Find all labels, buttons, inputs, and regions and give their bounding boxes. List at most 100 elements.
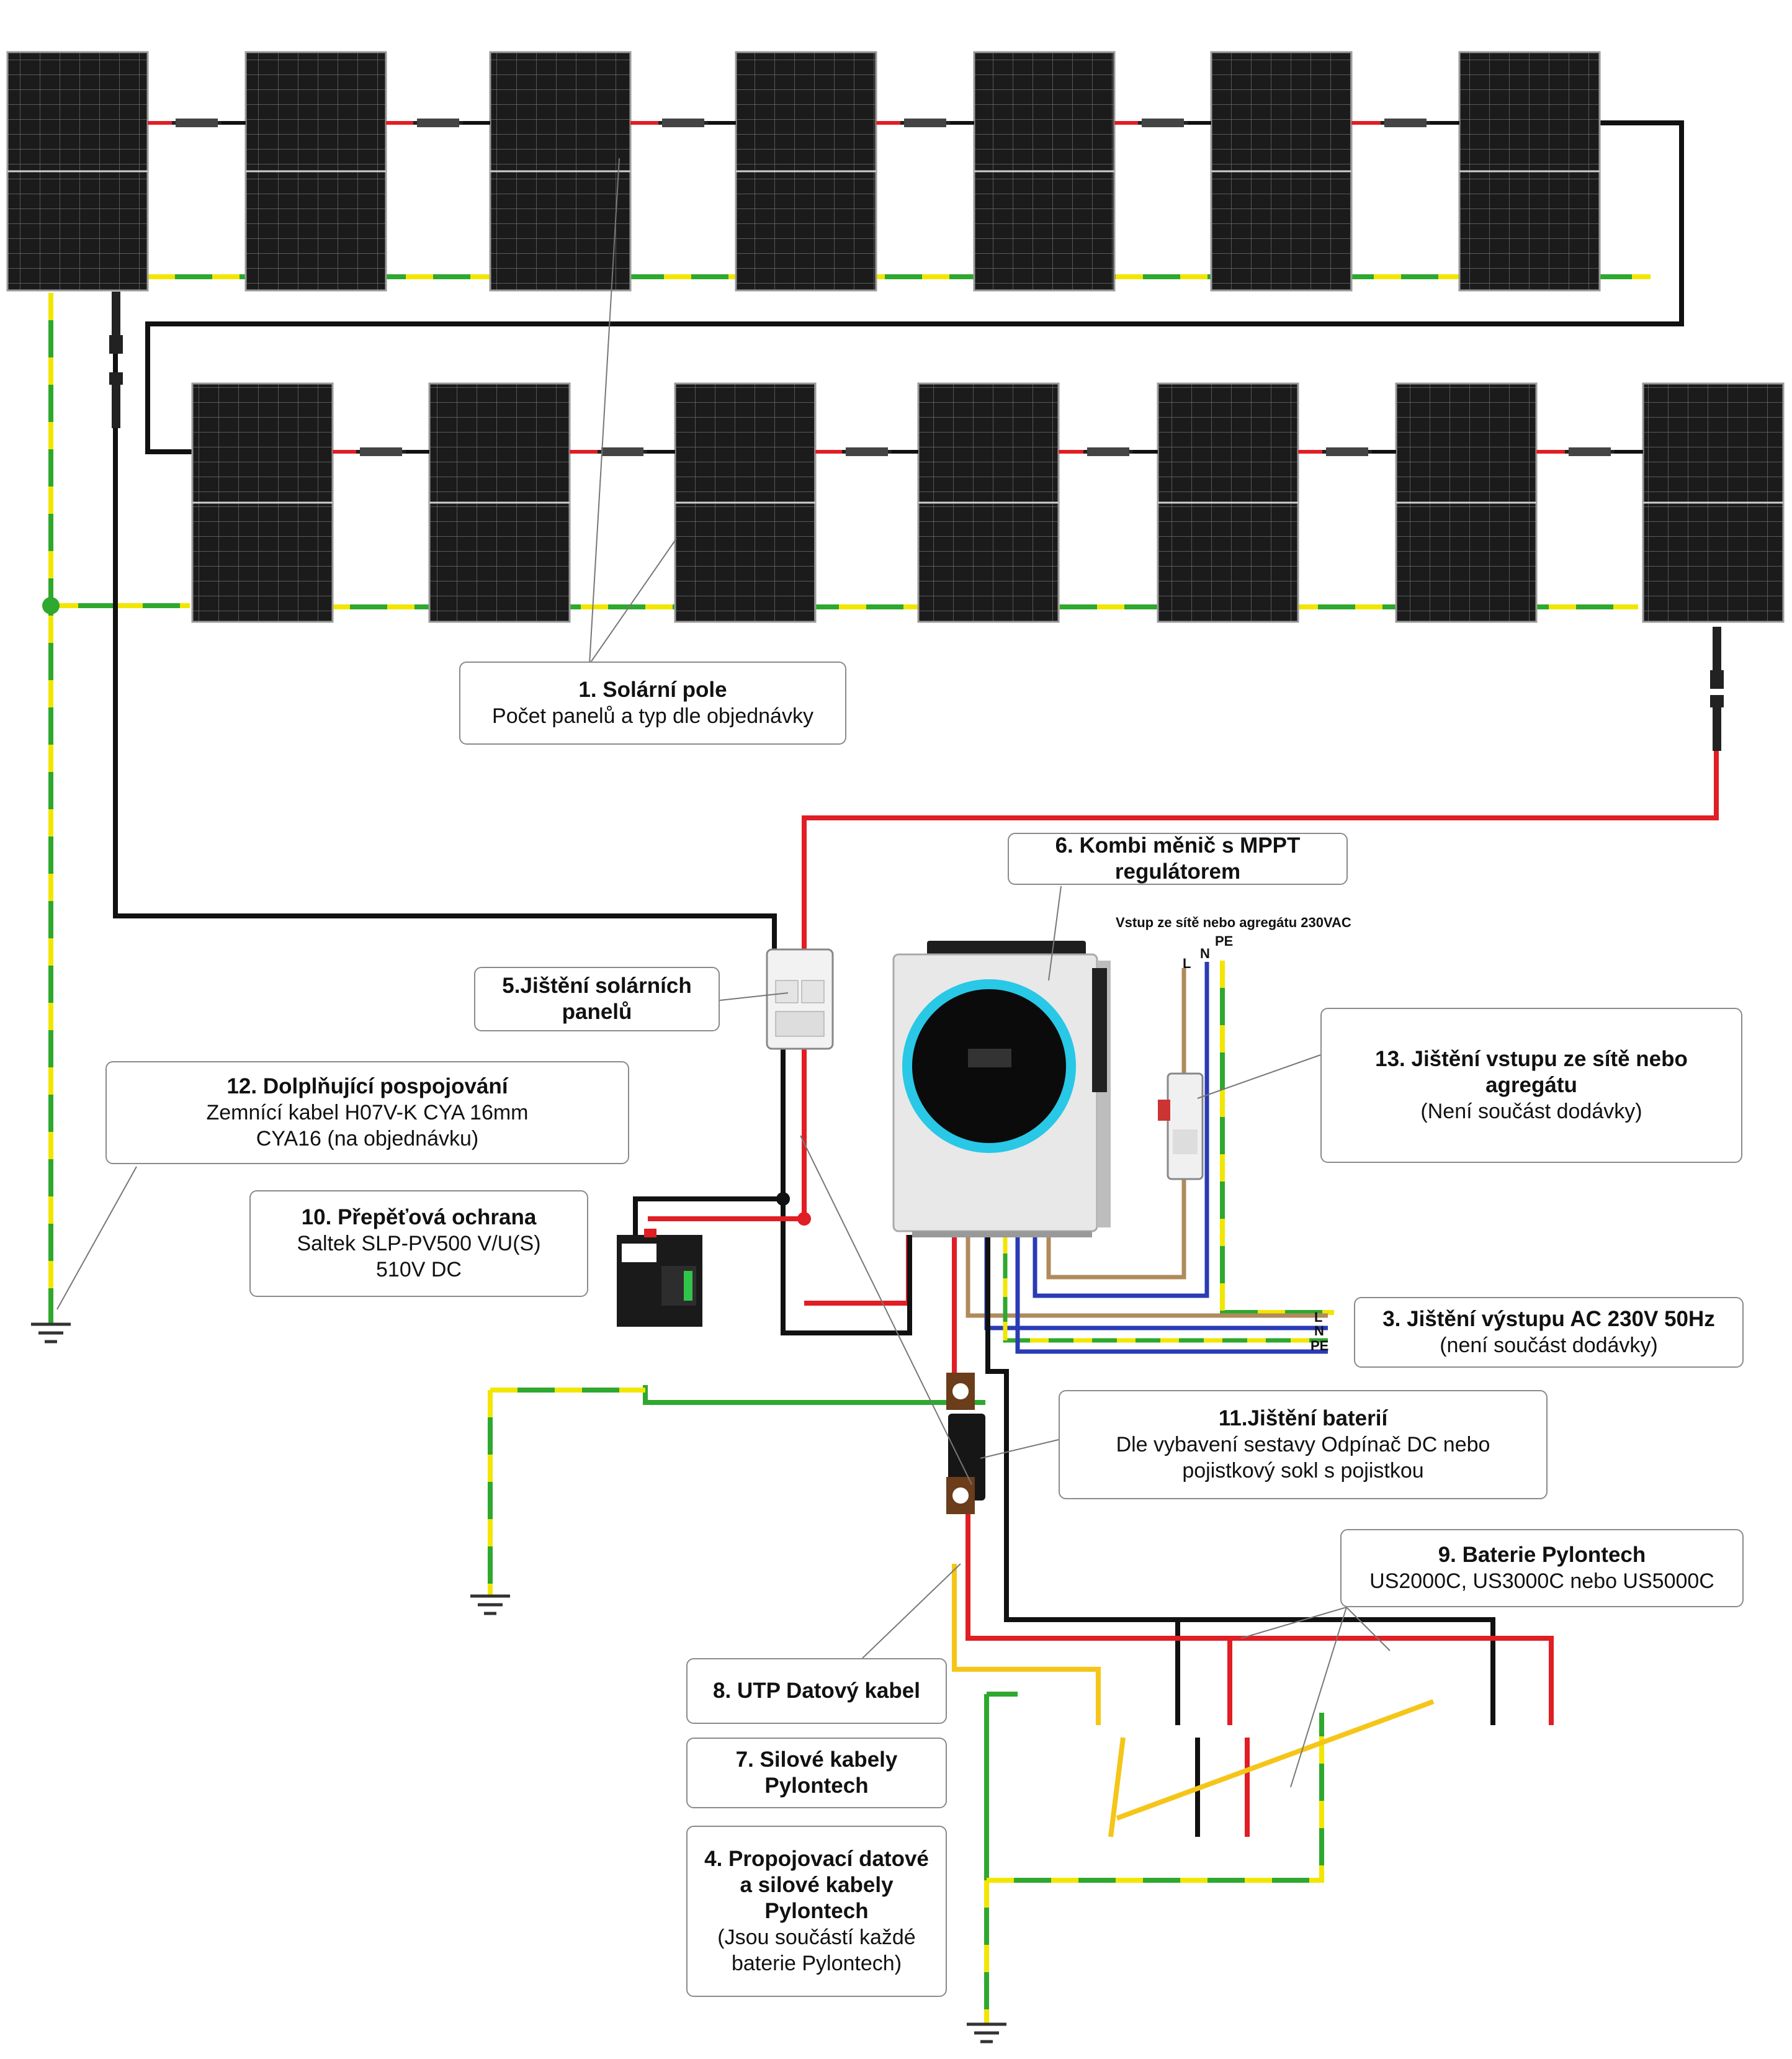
- leader-line: [1346, 1607, 1391, 1651]
- label-title: 11.Jištění baterií: [1218, 1406, 1388, 1430]
- label-battery-fuse: 11.Jištění baterií Dle vybavení sestavy …: [1059, 1390, 1548, 1499]
- label-pv-breaker: 5.Jištění solárních panelů: [474, 967, 720, 1031]
- label-title: agregátu: [1485, 1073, 1577, 1097]
- grid-input-caption: Vstup ze sítě nebo agregátu 230VAC: [1116, 915, 1351, 930]
- leader-line: [56, 1166, 137, 1310]
- label-title: 3. Jištění výstupu AC 230V 50Hz: [1382, 1307, 1715, 1331]
- earth-junction: [42, 597, 60, 614]
- label-line: 510V DC: [376, 1258, 462, 1281]
- panel-interconnects: [148, 119, 1643, 456]
- solar-panel: [489, 51, 632, 292]
- label-title: 1. Solární pole: [578, 678, 727, 702]
- grid-input-PE: PE: [1215, 933, 1234, 949]
- grid-input-N: N: [1200, 946, 1210, 961]
- label-line: Počet panelů a typ dle objednávky: [492, 704, 813, 728]
- mc4-connector: [1569, 447, 1611, 456]
- mc4-connector: [109, 292, 1724, 751]
- label-line: (Není součást dodávky): [1420, 1100, 1642, 1123]
- mc4-connector: [904, 119, 946, 127]
- label-ac-output: 3. Jištění výstupu AC 230V 50Hz (není so…: [1354, 1297, 1744, 1368]
- leader-line: [719, 992, 789, 1001]
- mc4-connector: [1384, 119, 1427, 127]
- label-line: pojistkový sokl s pojistkou: [1182, 1459, 1424, 1483]
- label-line: CYA16 (na objednávku): [256, 1127, 479, 1151]
- solar-panel: [1395, 382, 1538, 623]
- solar-panel: [674, 382, 817, 623]
- grid-input-L: L: [1183, 956, 1191, 971]
- mc4-connector: [360, 447, 402, 456]
- leader-line: [800, 1135, 972, 1485]
- label-interconnect-cables: 4. Propojovací datové a silové kabely Py…: [686, 1826, 947, 1997]
- label-title: 13. Jištění vstupu ze sítě nebo: [1375, 1047, 1688, 1071]
- label-title: 12. Dolplňující pospojování: [226, 1074, 508, 1098]
- mc4-connector: [846, 447, 888, 456]
- label-title: regulátorem: [1114, 859, 1241, 884]
- label-title: 10. Přepěťová ochrana: [301, 1205, 537, 1229]
- label-solar-array: 1. Solární pole Počet panelů a typ dle o…: [459, 662, 846, 745]
- label-batteries: 9. Baterie Pylontech US2000C, US3000C ne…: [1340, 1529, 1744, 1607]
- leader-line: [862, 1563, 961, 1659]
- label-title: Pylontech: [764, 1899, 869, 1923]
- leader-line: [1048, 886, 1062, 981]
- solar-panel: [428, 382, 571, 623]
- label-line: (Jsou součástí každé: [717, 1926, 916, 1949]
- label-title: 7. Silové kabely: [735, 1747, 898, 1772]
- label-title: 5.Jištění solárních: [502, 974, 692, 998]
- solar-panel-array: [6, 51, 1785, 623]
- dc-string-wiring: [113, 120, 1719, 1335]
- mc4-connector: [176, 119, 218, 127]
- solar-panel: [191, 382, 334, 623]
- leader-line: [1240, 1607, 1347, 1639]
- solar-panel: [1157, 382, 1299, 623]
- solar-panel: [917, 382, 1060, 623]
- label-utp-cable: 8. UTP Datový kabel: [686, 1658, 947, 1724]
- label-line: Dle vybavení sestavy Odpínač DC nebo: [1116, 1433, 1490, 1456]
- hybrid-inverter: [892, 941, 1111, 1237]
- ground-symbol: [31, 1322, 1006, 2043]
- ac-output-L: L: [1314, 1309, 1323, 1325]
- dc-junction: [797, 1212, 811, 1226]
- battery-fuse: [946, 1373, 985, 1514]
- label-line: Saltek SLP-PV500 V/U(S): [297, 1232, 541, 1255]
- surge-protector: [617, 1229, 702, 1327]
- label-surge-protection: 10. Přepěťová ochrana Saltek SLP-PV500 V…: [249, 1190, 588, 1297]
- leader-line: [589, 538, 677, 665]
- label-line: baterie Pylontech): [731, 1952, 902, 1975]
- leader-line: [1197, 1054, 1321, 1099]
- label-inverter: 6. Kombi měnič s MPPT regulátorem: [1008, 833, 1348, 885]
- label-line: Zemnící kabel H07V-K CYA 16mm: [206, 1101, 529, 1124]
- label-title: Pylontech: [764, 1774, 869, 1798]
- mc4-connector: [1142, 119, 1184, 127]
- label-title: 8. UTP Datový kabel: [713, 1679, 920, 1703]
- label-grid-input-breaker: 13. Jištění vstupu ze sítě nebo agregátu…: [1320, 1008, 1742, 1163]
- mc4-connector: [662, 119, 704, 127]
- solar-panel: [6, 51, 149, 292]
- label-title: 6. Kombi měnič s MPPT: [1055, 833, 1301, 858]
- label-title: 9. Baterie Pylontech: [1438, 1543, 1646, 1567]
- label-bonding: 12. Dolplňující pospojování Zemnící kabe…: [105, 1061, 629, 1164]
- leader-line: [589, 158, 620, 665]
- leader-line: [1290, 1607, 1347, 1788]
- label-title: panelů: [562, 1000, 632, 1024]
- label-line: (není součást dodávky): [1440, 1334, 1658, 1357]
- grid-breaker: [1158, 1072, 1204, 1180]
- ac-output-N: N: [1314, 1323, 1324, 1339]
- label-title: 4. Propojovací datové: [704, 1847, 929, 1871]
- mc4-connector: [1326, 447, 1368, 456]
- label-title: a silové kabely: [740, 1873, 894, 1897]
- solar-panel: [1458, 51, 1601, 292]
- label-line: US2000C, US3000C nebo US5000C: [1369, 1569, 1714, 1593]
- dc-junction: [776, 1192, 790, 1206]
- solar-panel: [1642, 382, 1785, 623]
- solar-panel: [735, 51, 877, 292]
- solar-panel: [1210, 51, 1353, 292]
- leader-line: [980, 1439, 1059, 1459]
- pv-breaker: [766, 948, 834, 1050]
- ac-output-PE: PE: [1310, 1338, 1329, 1353]
- mc4-connector: [601, 447, 643, 456]
- mc4-connector: [1087, 447, 1129, 456]
- solar-panel: [973, 51, 1116, 292]
- label-power-cables: 7. Silové kabely Pylontech: [686, 1738, 947, 1808]
- mc4-connector: [417, 119, 459, 127]
